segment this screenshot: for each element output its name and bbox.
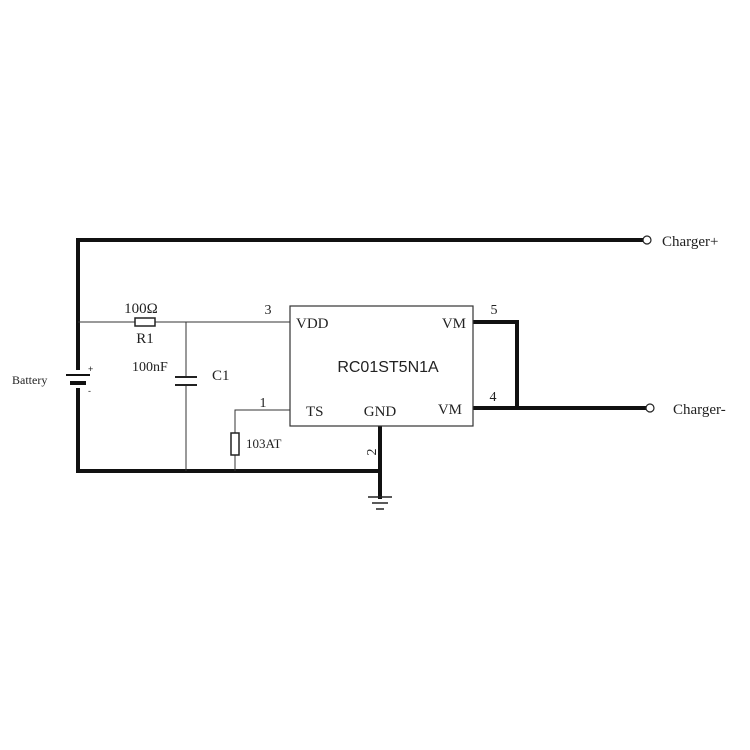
battery-label: Battery <box>12 373 47 387</box>
pin-number-3: 3 <box>265 303 272 318</box>
ic-name: RC01ST5N1A <box>337 359 439 376</box>
resistor-r1 <box>134 317 156 327</box>
pin-label-ts: TS <box>306 404 324 420</box>
pin-label-gnd: GND <box>364 404 397 420</box>
battery-plus: + <box>88 364 93 374</box>
thermistor-103at <box>230 432 240 456</box>
pin-number-1: 1 <box>260 396 267 411</box>
ground-symbol <box>368 496 392 510</box>
terminal-charger-minus <box>645 403 655 413</box>
battery-minus: - <box>88 386 91 396</box>
wire-battery-bottom <box>76 388 382 473</box>
charger-minus-label: Charger- <box>673 402 726 418</box>
wire-ts <box>234 409 290 471</box>
wire-vm-link <box>471 320 519 410</box>
battery-symbol <box>66 374 90 385</box>
charger-plus-label: Charger+ <box>662 234 719 250</box>
r1-value: 100Ω <box>124 301 158 317</box>
ic-body <box>289 305 474 427</box>
pin-label-vm-top: VM <box>442 316 466 332</box>
pin-number-2: 2 <box>365 449 380 456</box>
capacitor-c1 <box>175 376 197 386</box>
pin-label-vm-bottom: VM <box>438 402 462 418</box>
pin-number-4: 4 <box>490 390 497 405</box>
c1-label: C1 <box>212 368 230 384</box>
thermistor-label: 103AT <box>246 436 281 451</box>
c1-value: 100nF <box>132 360 168 375</box>
r1-label: R1 <box>136 331 154 347</box>
pin-label-vdd: VDD <box>296 316 329 332</box>
pin-number-5: 5 <box>491 303 498 318</box>
terminal-charger-plus <box>642 235 652 245</box>
